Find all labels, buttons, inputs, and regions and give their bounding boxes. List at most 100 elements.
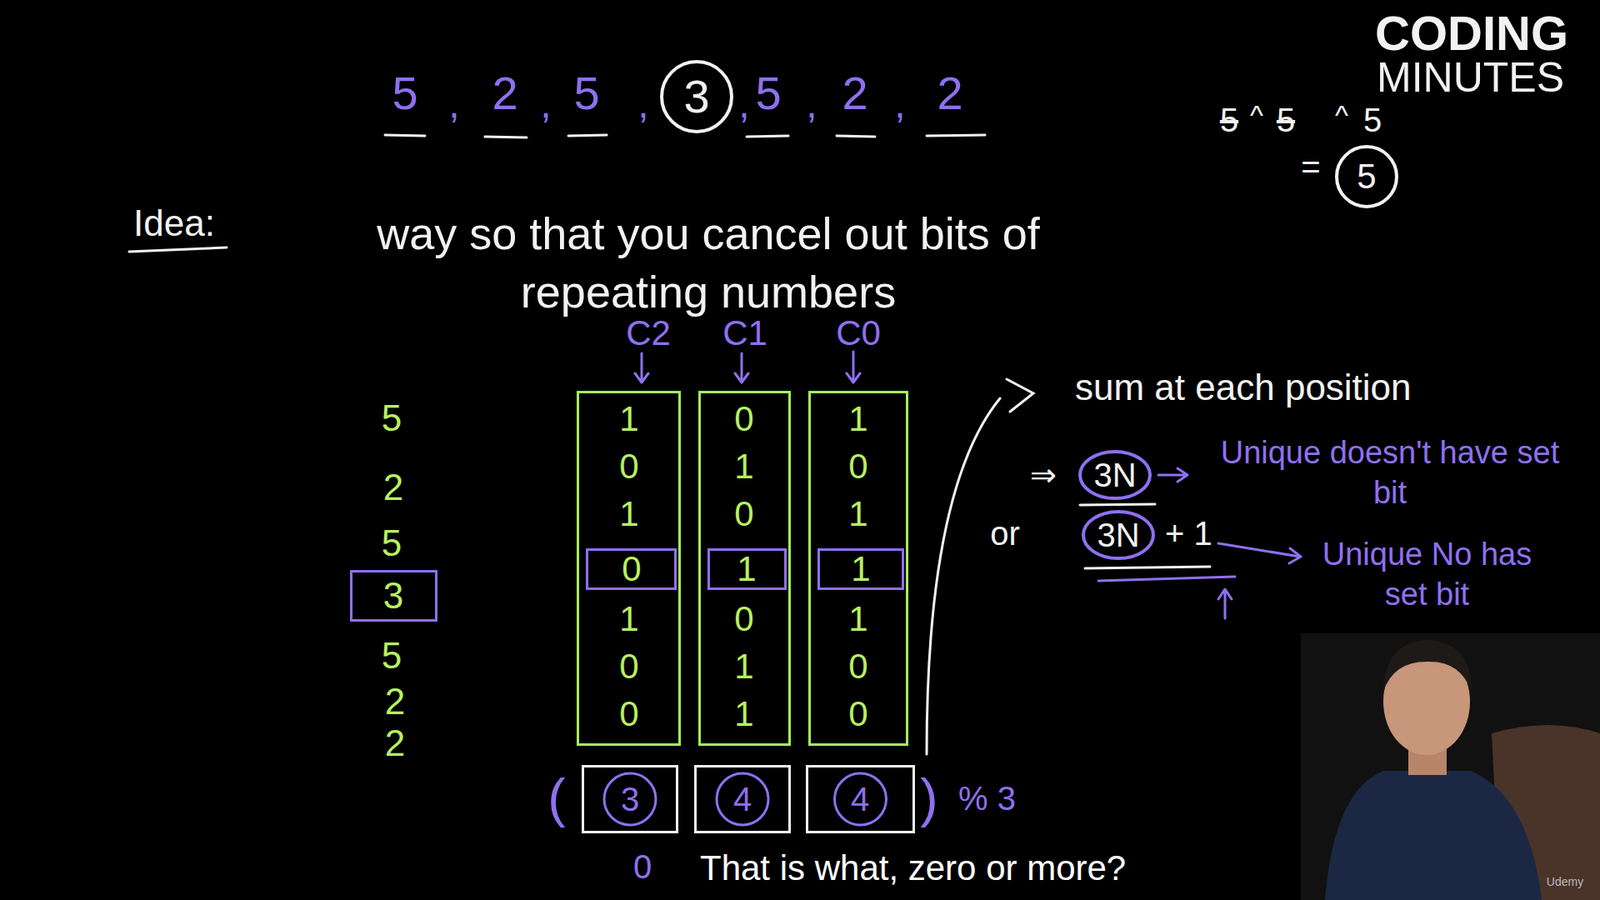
highlight-box: 1 [707,548,787,590]
list-digit: 5 [381,637,402,675]
bit-column: 1C0101100 [808,390,909,746]
circle-outline [1083,511,1154,559]
node-text: 0 [621,551,641,587]
node-text: 1 [619,401,639,437]
node-text: 1 [734,649,754,685]
annotation: or [990,516,1020,550]
implies-sign: ⇒ [1030,459,1057,491]
node-text: 1 [734,696,754,732]
underline [385,135,425,136]
logo-text: MINUTES [1376,56,1565,99]
idea-note: way so that you cancel out bits of repea… [333,204,1084,321]
sequence-digit: 2 [841,70,868,117]
node-text: 0 [848,696,868,732]
up-arrow [1218,589,1232,619]
list-digit: 2 [383,469,404,506]
sequence-digit: 2 [936,70,963,117]
xor-operator: ^ [1335,100,1349,130]
node-text: 0 [848,649,868,685]
node-text: 3 [383,577,404,615]
column-header: C2 [625,315,671,351]
digit-circle [835,773,887,825]
digit-circle [604,773,656,825]
result-digit: 0 [633,850,652,884]
bracket: ) [920,771,938,825]
node-text: 1 [736,551,756,587]
annotation: sum at each position [1075,369,1412,406]
xor-operand: 5 [1220,103,1239,137]
highlight-box: 3 [350,570,438,622]
subtitle-caption: That is what, zero or more? [700,848,1126,889]
node-text: 1 [734,449,754,485]
bracket: ( [547,771,565,825]
node-text: 3N [1096,518,1140,552]
list-digit: 5 [381,400,402,437]
sum-box: 4 [805,765,915,834]
node-text: 5 [1356,159,1376,195]
node-text: 3 [683,73,710,120]
node-text: 3 [620,782,640,816]
circled-digit: 3 [658,58,735,135]
highlight-box: 0 [585,548,677,590]
comma: , [637,84,649,125]
heading: Idea: [133,205,215,242]
underline [1098,576,1235,581]
webcam-person-body [1325,770,1542,900]
digit-circle [716,773,769,825]
annotation: + 1 [1165,516,1213,550]
equals-sign: = [1300,150,1320,184]
underline [485,136,527,138]
header-arrow [635,353,649,383]
xor-operand: 5 [1363,103,1382,137]
node-text: 0 [619,696,639,732]
header-arrow [735,353,749,383]
webcam-person-hair [1383,640,1472,692]
logo-text: CODING [1375,9,1569,58]
underline [746,135,789,137]
list-digit: 2 [385,683,405,720]
bracket-arrowhead [1006,379,1034,412]
sequence-digit: 5 [573,70,600,117]
node-text: 1 [850,551,870,587]
comma: , [894,84,905,125]
watermark: Udemy [1546,875,1584,888]
node-text: 1 [848,601,868,637]
sum-box: 4 [694,765,791,834]
underline [836,135,875,137]
node-text: 3N [1093,458,1136,492]
node-text: 4 [733,782,752,816]
node-text: 0 [734,496,754,532]
sum-box: 3 [581,765,679,834]
pointer-arrow [1218,543,1301,564]
bracket-curve [926,398,1000,755]
annotation: Unique No has set bit [1308,535,1546,615]
comma: , [738,84,750,125]
underline [568,135,607,136]
circled-term: 3N [1080,508,1157,562]
node-text: 0 [848,449,868,485]
node-text: 0 [734,601,754,637]
column-header: C0 [835,315,881,351]
modulo-note: % 3 [958,781,1016,815]
sequence-digit: 2 [491,70,518,117]
list-digit: 2 [385,725,405,762]
list-digit: 5 [381,525,402,562]
node-text: 0 [734,401,754,437]
node-text: 1 [619,496,639,532]
node-text: 0 [619,449,639,485]
annotation: Unique doesn't have set bit [1210,433,1570,513]
webcam-background [1300,633,1600,900]
pointer-arrow [1158,468,1188,482]
node-text: 0 [619,649,639,685]
comma: , [805,84,817,125]
comma: , [540,84,551,125]
column-header: C1 [722,315,768,351]
node-text: 1 [848,496,868,532]
sequence-digit: 5 [391,70,418,117]
bit-column: 0C2101100 [576,390,681,746]
node-text: 1 [619,601,639,637]
circle-outline [1080,451,1150,499]
node-text: 4 [850,782,870,816]
circled-result: 5 [1333,143,1400,210]
comma: , [448,84,460,125]
